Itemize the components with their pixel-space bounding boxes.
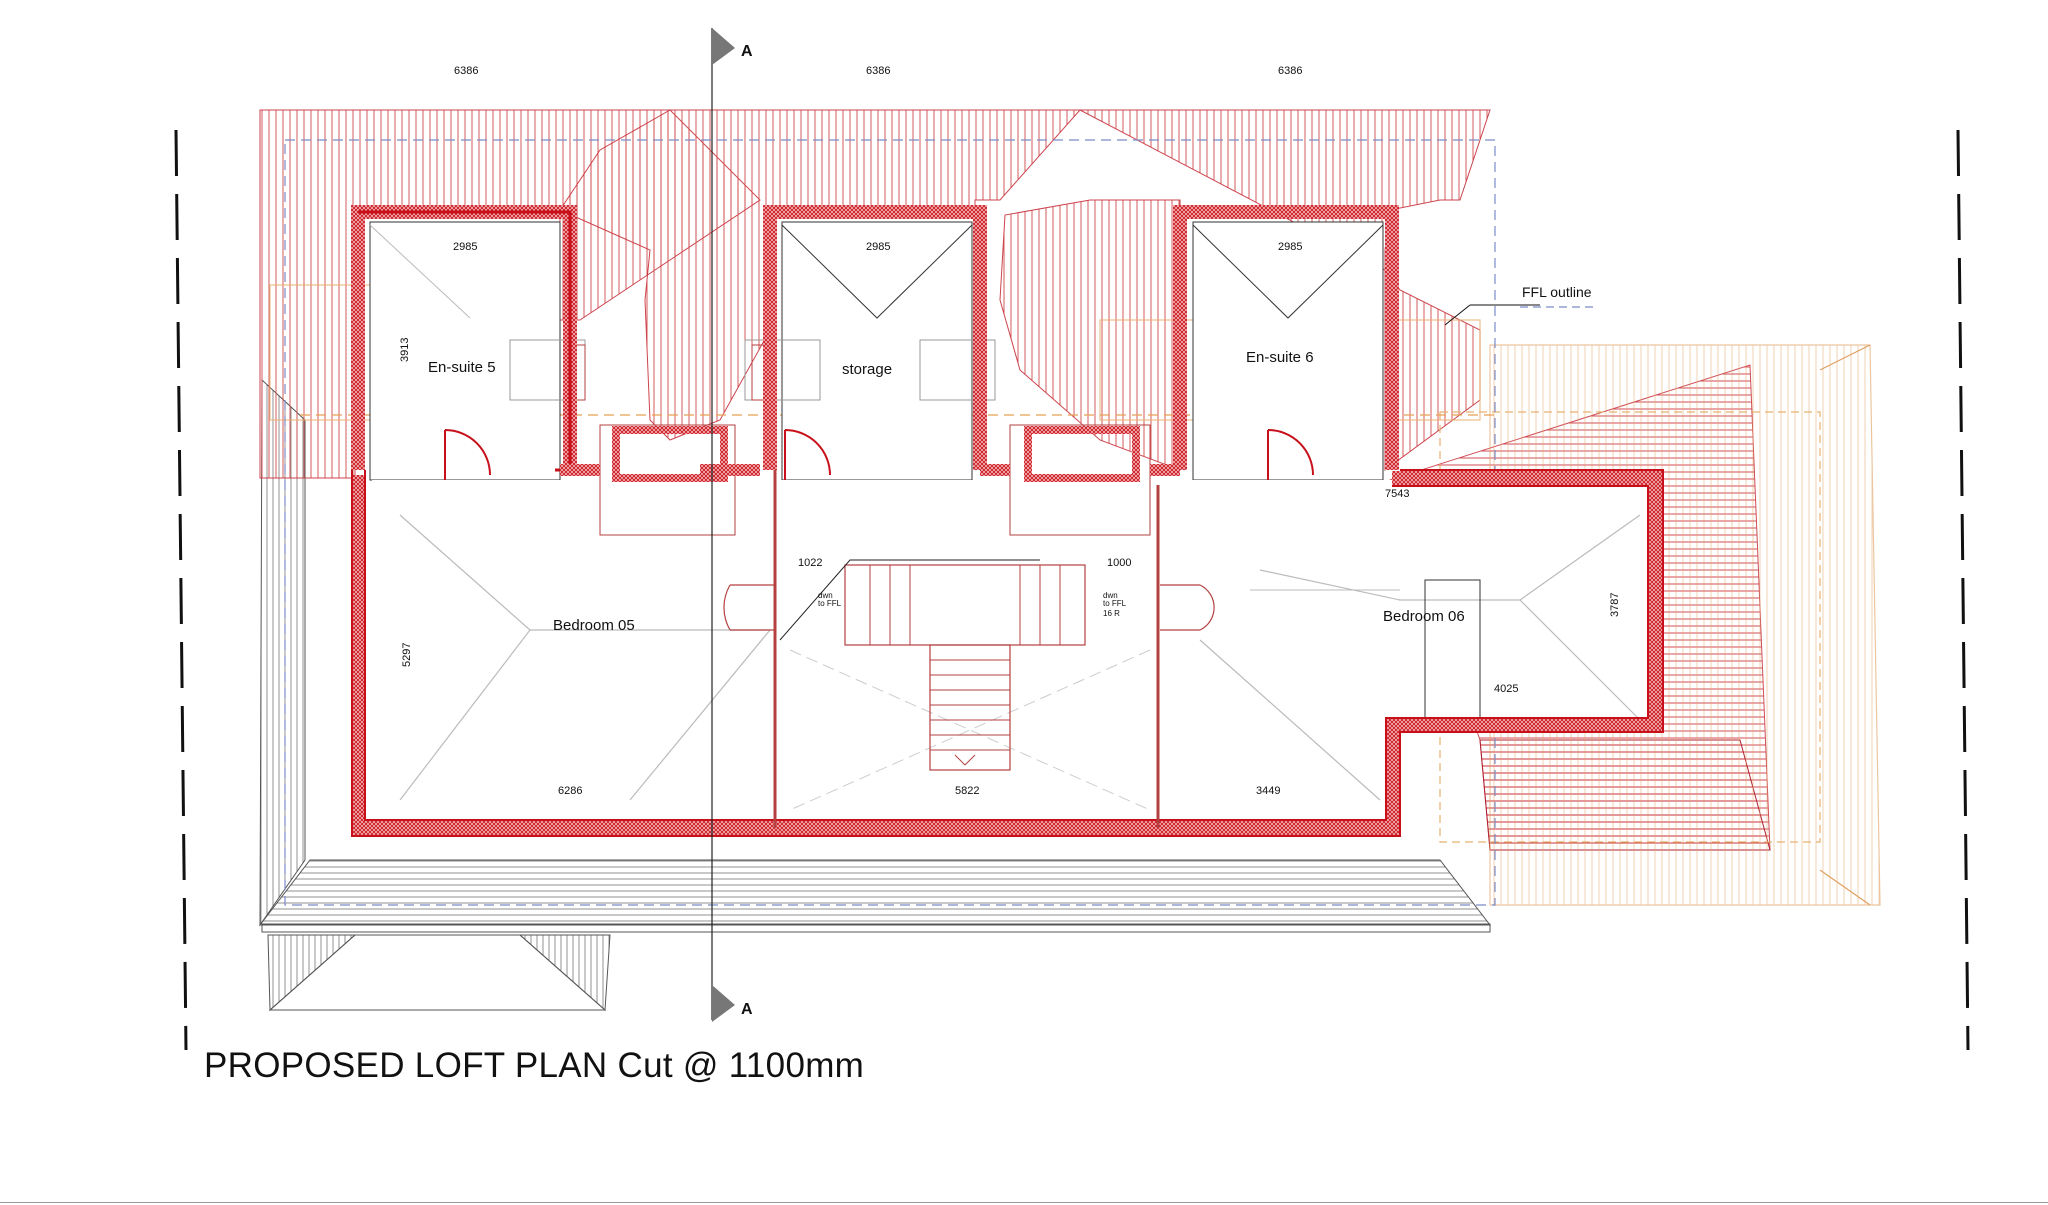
note-dn-left-1: dwn [818,591,833,600]
staircase [723,559,1215,771]
dim-bed06-width: 7543 [1385,488,1409,500]
dim-ensuite5-depth: 3913 [399,338,411,362]
dim-dormer1-width: 2985 [453,241,477,253]
section-marker-bottom: A [741,1001,753,1018]
page-bottom-rule [0,1202,2048,1203]
legend-ffl-outline: FFL outline [1522,284,1592,300]
dim-landing-width: 5822 [955,785,979,797]
room-storage: storage [842,361,892,378]
room-ensuite-5: En-suite 5 [428,359,496,376]
dim-bed05-height: 5297 [401,643,413,667]
lower-roof-grey [258,378,1492,1012]
note-dn-left-2: to FFL [818,599,842,608]
dim-dormer3-width: 2985 [1278,241,1302,253]
dim-top-mid: 6386 [866,65,890,77]
main-floor-interior [372,339,1654,820]
dim-stair-left: 1022 [798,557,822,569]
dim-top-left: 6386 [454,65,478,77]
note-dn-right-2: to FFL [1103,599,1127,608]
dim-bed06-depth: 3787 [1609,593,1621,617]
dim-stair-right: 1000 [1107,557,1131,569]
room-bedroom-06: Bedroom 06 [1383,608,1465,625]
dim-bed05-width: 6286 [558,785,582,797]
ffl-leader-tick [1444,304,1471,326]
dim-bed06-inner: 4025 [1494,683,1518,695]
note-dn-right-1: dwn [1103,591,1118,600]
room-ensuite-6: En-suite 6 [1246,349,1314,366]
site-boundary-dashes [174,129,1970,1051]
walls [351,205,1664,837]
doors [444,429,1314,480]
room-bedroom-05: Bedroom 05 [553,617,635,634]
dim-dormer2-width: 2985 [866,241,890,253]
note-risers: 16 R [1103,609,1120,618]
section-line-a [711,28,735,1022]
dim-right-width: 3449 [1256,785,1280,797]
dim-top-right: 6386 [1278,65,1302,77]
section-marker-top: A [741,43,753,60]
drawing-title: PROPOSED LOFT PLAN Cut @ 1100mm [204,1046,865,1085]
dormer-interiors [369,221,1384,481]
